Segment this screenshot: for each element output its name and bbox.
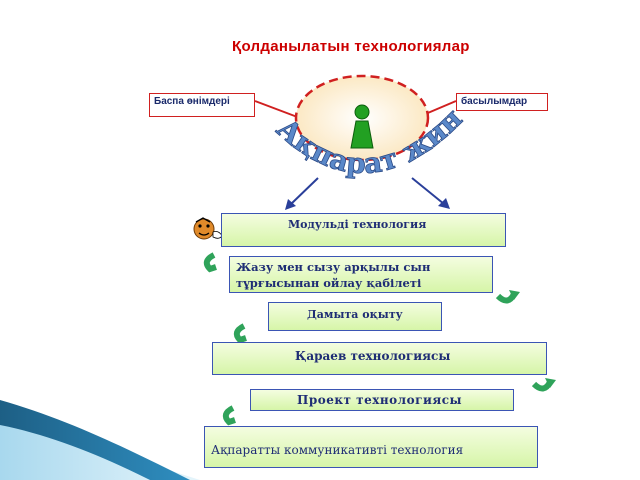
tech-box-karaev: Қараев технологиясы [212, 342, 547, 375]
down-arrow-icon [285, 177, 319, 210]
label-publications: басылымдар [456, 93, 548, 111]
tech-label: Модульдi технология [288, 218, 427, 231]
curl-arrow-icon [495, 290, 520, 304]
curl-arrow-icon [233, 323, 247, 344]
curl-arrow-icon [222, 405, 236, 426]
tech-label: Дамыта оқыту [307, 308, 403, 321]
tech-label: Жазу мен сызу арқылы сын тұрғысынан ойла… [236, 260, 431, 290]
page-title: Қолданылатын технологиялар [232, 38, 470, 55]
tech-label: Ақпаратты коммуникативті технология [211, 443, 464, 457]
curl-arrow-icon [203, 252, 217, 273]
label-print-products: Баспа өнімдері [149, 93, 255, 117]
tech-box-project: Проект технологиясы [250, 389, 514, 411]
tech-label: Қараев технологиясы [295, 349, 451, 363]
person-icon [350, 104, 374, 149]
tech-box-developmental: Дамыта оқыту [268, 302, 442, 331]
tech-box-modular: Модульдi технология [221, 213, 506, 247]
curl-arrow-icon [531, 378, 556, 392]
smiley-icon [193, 217, 223, 240]
label-print-products-text: Баспа өнімдері [154, 96, 230, 107]
label-publications-text: басылымдар [461, 96, 528, 107]
tech-box-critical-thinking: Жазу мен сызу арқылы сын тұрғысынан ойла… [229, 256, 493, 293]
connector-left [254, 100, 301, 119]
down-arrow-icon [411, 177, 450, 209]
tech-label: Проект технологиясы [297, 393, 463, 407]
tech-box-ict: Ақпаратты коммуникативті технология [204, 426, 538, 468]
